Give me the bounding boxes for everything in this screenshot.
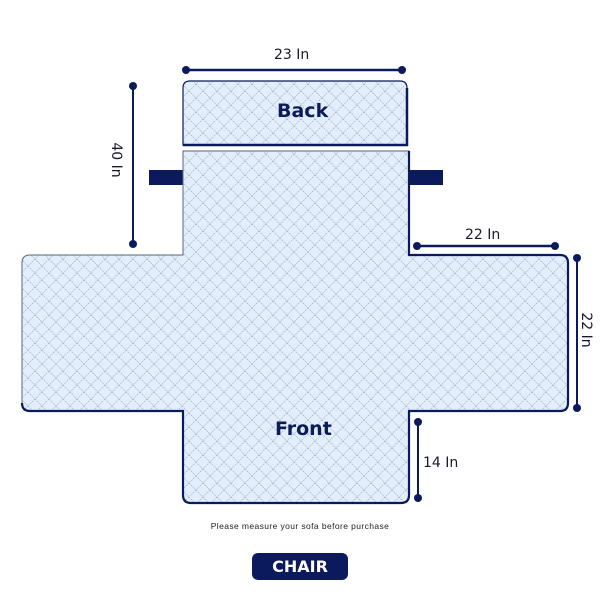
arm-width-label: 22 In [465, 227, 501, 243]
total-height-label: 40 In [108, 142, 124, 178]
front-skirt-label: 14 In [423, 455, 459, 471]
right-strap [409, 170, 443, 185]
seat-panel [21, 150, 569, 504]
arm-height-label: 22 In [578, 312, 594, 348]
back-label: Back [277, 100, 329, 122]
left-strap [149, 170, 184, 185]
dim-arm-height [573, 254, 581, 412]
measure-note: Please measure your sofa before purchase [210, 521, 390, 531]
dim-back-width [182, 66, 406, 74]
front-label: Front [275, 418, 332, 440]
dim-front-skirt [414, 418, 422, 502]
back-panel [182, 80, 408, 146]
dim-arm-width [413, 242, 559, 250]
back-width-label: 23 In [274, 47, 310, 63]
chair-badge: CHAIR [252, 553, 348, 580]
dim-total-height [129, 82, 137, 248]
